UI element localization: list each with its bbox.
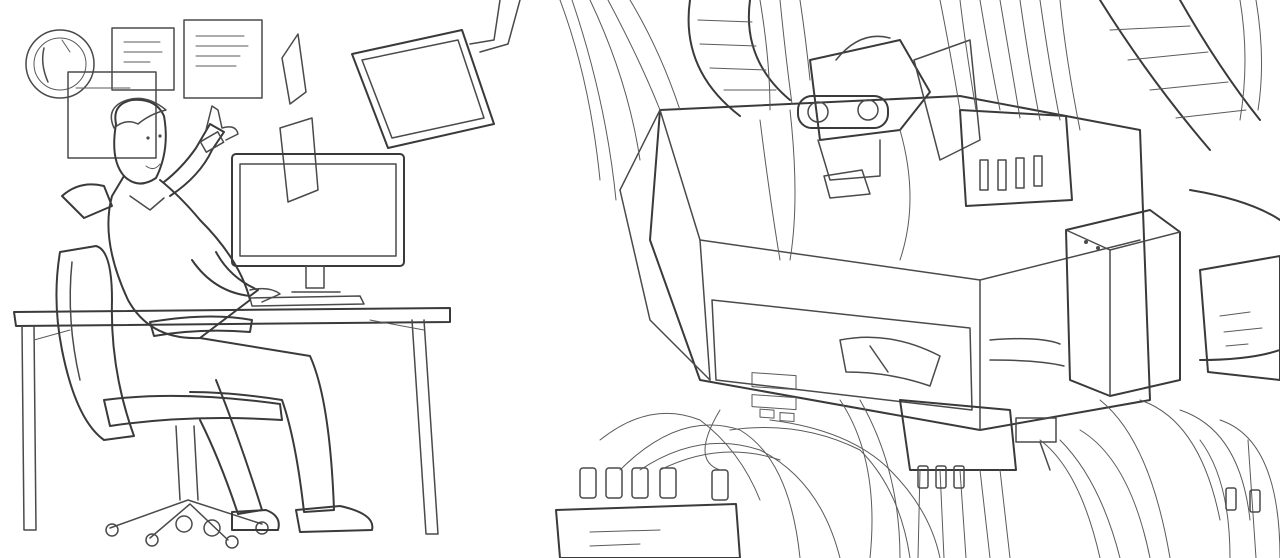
hanging-monitor: [351, 0, 521, 149]
wall-clock-icon: [25, 29, 95, 99]
man-figure: [107, 97, 374, 533]
front-control-panel: [711, 299, 973, 423]
right-display-box: [1199, 255, 1280, 381]
connector-strip: [959, 109, 1073, 207]
sensor-head: [797, 35, 981, 199]
office-panel: [13, 0, 521, 549]
lower-base: [899, 399, 1057, 471]
keyboard: [249, 295, 365, 307]
wall-paper-2: [183, 19, 263, 99]
office-chair: [55, 183, 283, 549]
side-module: [1065, 209, 1181, 397]
cable-bundle: [559, 0, 1280, 558]
floating-paper: [279, 117, 319, 203]
bottom-left-box: [555, 467, 741, 558]
desk: [13, 307, 451, 535]
wall-paper-1: [111, 27, 175, 91]
wall-paper-3: [67, 71, 157, 159]
main-housing: [619, 95, 1151, 431]
machine-panel: [555, 0, 1280, 558]
corrugated-tubes: [687, 0, 1280, 361]
wall-paper-tilted: [281, 33, 307, 105]
gauge-dial-icon: [839, 336, 941, 387]
desk-monitor: [231, 153, 405, 293]
